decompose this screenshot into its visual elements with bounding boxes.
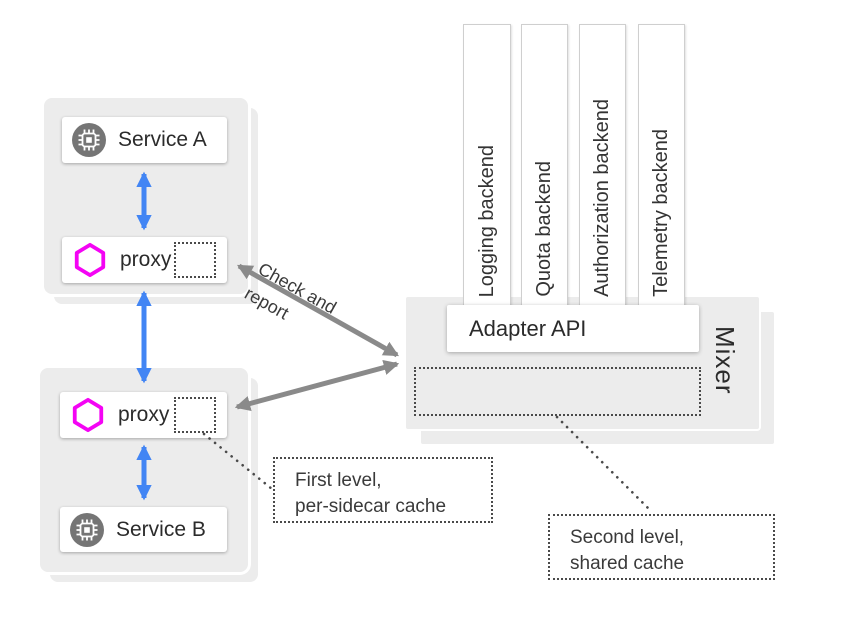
service-a-node: Service A [62, 117, 227, 163]
backend-authorization: Authorization backend [579, 24, 626, 310]
backend-authorization-label: Authorization backend [591, 99, 613, 297]
first-level-line1: First level, [295, 470, 382, 491]
backend-telemetry-label: Telemetry backend [650, 129, 672, 297]
service-b-card: proxy Service B [40, 368, 248, 572]
backend-logging: Logging backend [463, 24, 511, 310]
second-level-line2: shared cache [570, 553, 685, 575]
proxy-bottom-label: proxy [118, 403, 170, 426]
service-b-label: Service B [116, 517, 206, 541]
mixer-label: Mixer [710, 326, 740, 395]
proxy-bottom-node: proxy [60, 392, 227, 438]
first-level-cache-annotation: First level, per-sidecar cache [273, 457, 493, 523]
backend-quota-label: Quota backend [533, 161, 555, 297]
backend-telemetry: Telemetry backend [638, 24, 685, 310]
backend-logging-label: Logging backend [475, 144, 498, 297]
first-level-line2: per-sidecar cache [295, 496, 447, 518]
second-level-cache-annotation: Second level, shared cache [548, 514, 775, 580]
second-level-line1: Second level, [570, 527, 685, 548]
service-a-card: Service A proxy [44, 98, 248, 294]
adapter-api-label: Adapter API [469, 315, 587, 341]
cpu-chip-icon [72, 123, 106, 157]
proxy-top-label: proxy [120, 248, 172, 271]
service-b-node: Service B [60, 507, 227, 552]
proxy-top-node: proxy [62, 237, 227, 283]
hexagon-icon [72, 241, 108, 279]
mixer-shared-cache-slot [414, 367, 701, 416]
backend-quota: Quota backend [521, 24, 568, 310]
arrow-proxyBottom-mixer [234, 359, 400, 412]
service-a-label: Service A [118, 128, 207, 151]
hexagon-icon [70, 396, 106, 434]
adapter-api-bar: Adapter API [447, 305, 699, 352]
cpu-chip-icon [70, 512, 104, 547]
proxy-top-cache-slot [174, 242, 216, 278]
proxy-bottom-cache-slot [174, 397, 216, 433]
